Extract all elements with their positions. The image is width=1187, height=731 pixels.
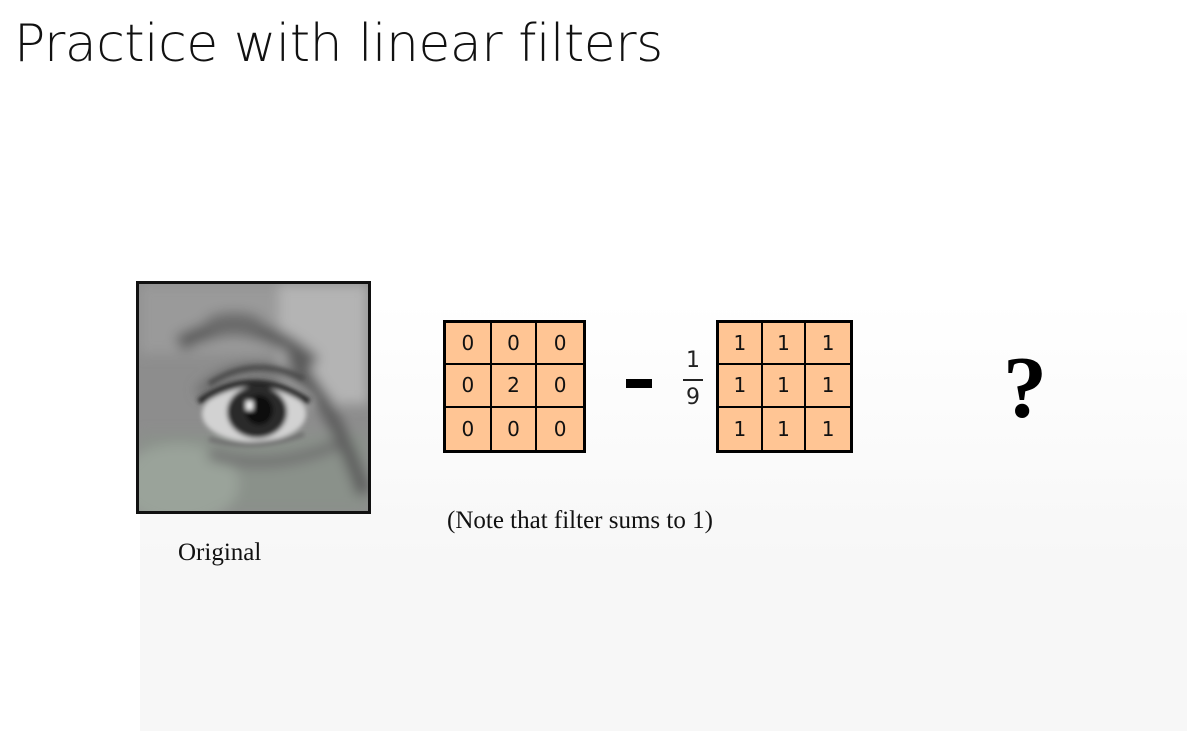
eye-photo-graphic: [139, 284, 368, 511]
kernel-cell: 0: [491, 323, 538, 366]
kernel-cell: 1: [762, 323, 807, 366]
kernel-cell: 0: [537, 323, 583, 366]
fraction-one-ninth: 1 9: [680, 350, 706, 409]
kernel-cell: 0: [537, 365, 583, 408]
kernel-cell: 1: [719, 323, 763, 366]
kernel-cell: 1: [763, 407, 807, 450]
kernel-cell: 1: [719, 365, 763, 408]
slide-title: Practice with linear filters: [14, 14, 663, 74]
fraction-bar: [683, 379, 703, 381]
kernel-cell: 1: [806, 323, 850, 366]
kernel-cell: 0: [492, 407, 538, 450]
kernel-cell: 0: [446, 407, 492, 450]
result-question-mark: ?: [1003, 340, 1047, 437]
kernel-cell: 0: [553, 416, 567, 441]
kernel-cell: 1: [806, 365, 850, 408]
original-image: [136, 281, 371, 514]
fraction-numerator: 1: [686, 348, 700, 373]
filter-sum-note: (Note that filter sums to 1): [447, 507, 713, 534]
fraction-denominator: 9: [686, 384, 700, 410]
kernel-cell: 1: [821, 416, 835, 441]
minus-operator: [626, 379, 652, 388]
kernel-cell: 2: [491, 365, 538, 408]
kernel-cell: 0: [446, 323, 492, 366]
kernel-cell: 1: [719, 407, 763, 450]
original-label: Original: [178, 539, 262, 566]
kernel-cell: 1: [762, 365, 807, 408]
kernel-cell: 0: [446, 365, 492, 408]
